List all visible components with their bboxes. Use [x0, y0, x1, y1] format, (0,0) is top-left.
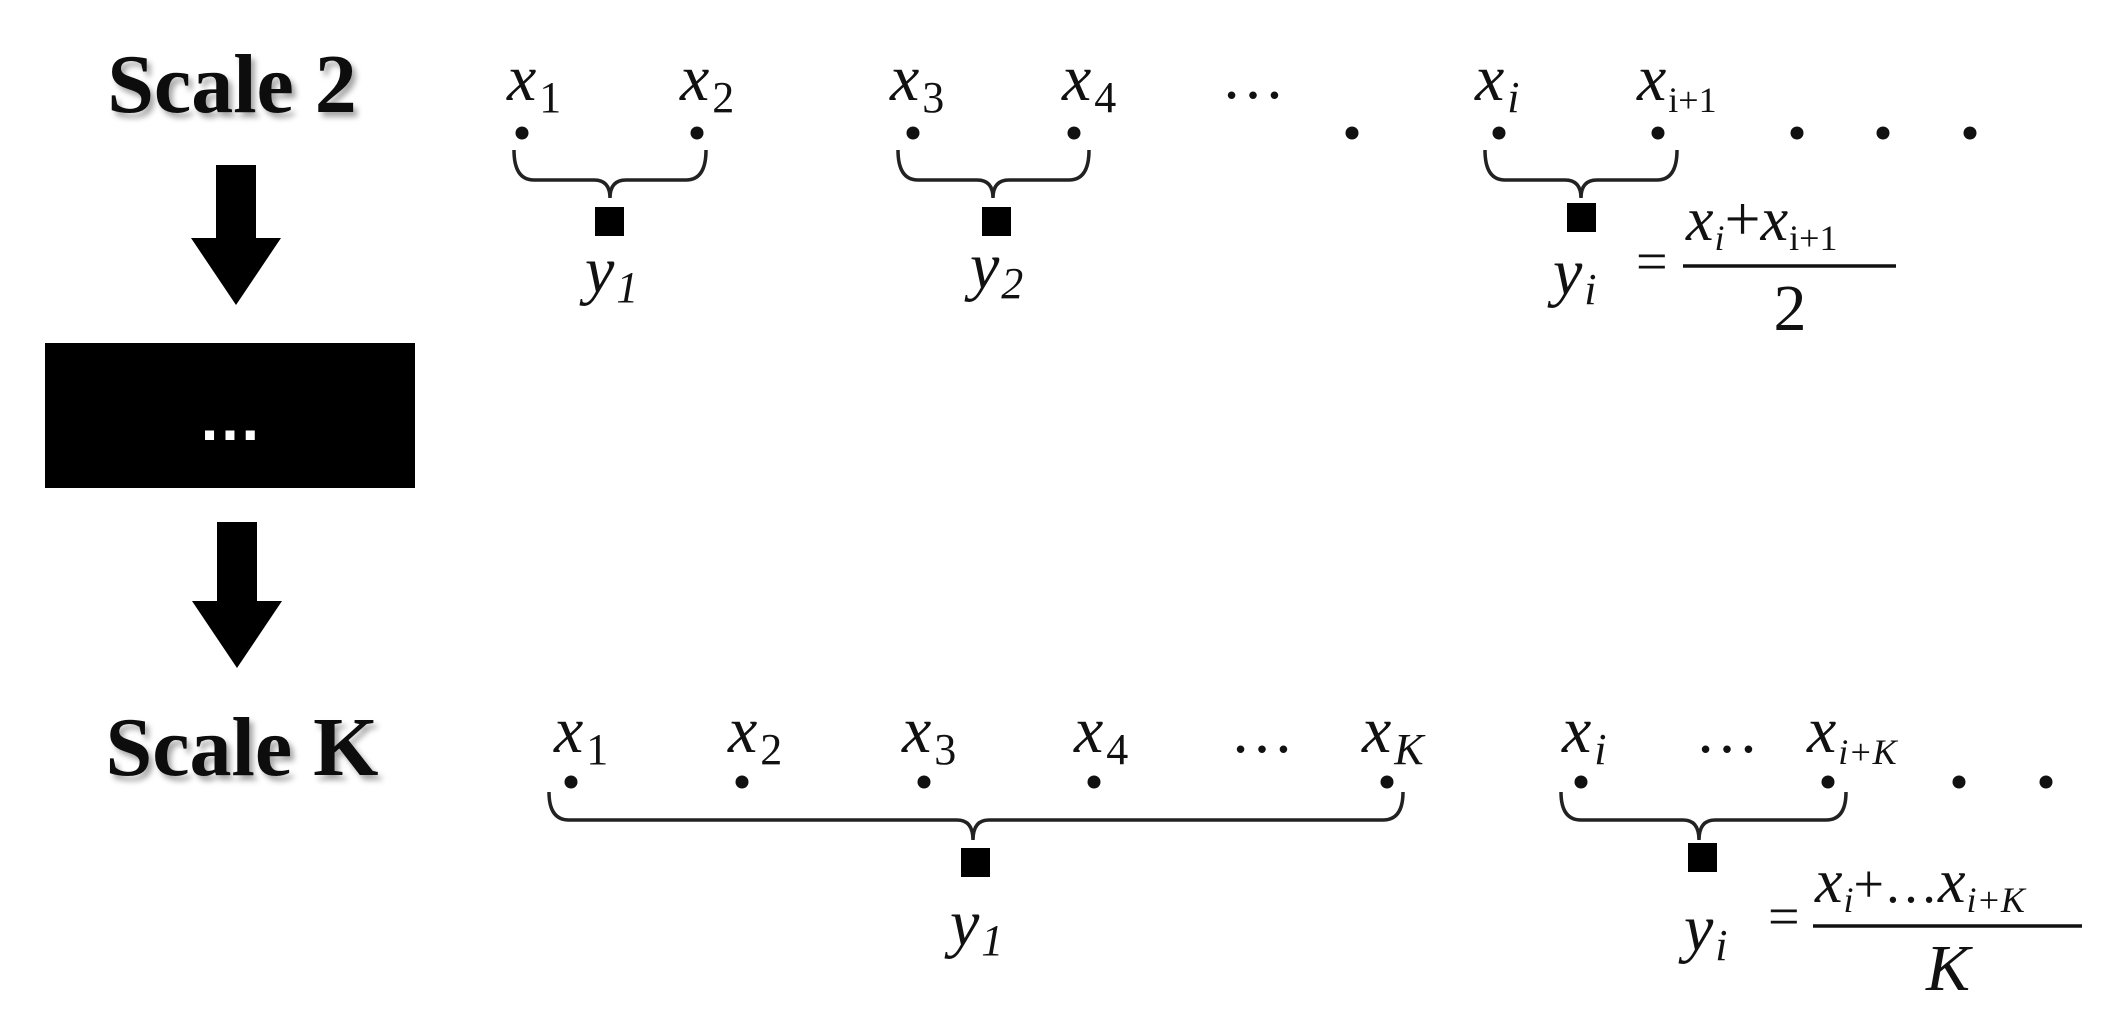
down-arrow-icon	[191, 165, 281, 305]
scaleK-denominator: K	[1925, 932, 1973, 1005]
middle-box	[45, 343, 415, 488]
scale2-y1: y1	[579, 234, 638, 312]
scaleK-x3: x3	[901, 694, 956, 774]
scale2-point	[1963, 126, 1977, 140]
scaleK-point	[1380, 775, 1394, 789]
scaleK-point	[917, 775, 931, 789]
scaleK-point	[1574, 775, 1588, 789]
scaleK-point	[2039, 775, 2053, 789]
scaleK-xK: xK	[1361, 694, 1426, 774]
scaleK-point	[735, 775, 749, 789]
scale2-numerator: xi+xi+1	[1685, 183, 1837, 258]
scale2-x1: x1	[506, 42, 561, 122]
scale2-avg-square	[1567, 203, 1596, 232]
scaleK-point	[1087, 775, 1101, 789]
scale2-point	[1876, 126, 1890, 140]
scaleK-point	[1952, 775, 1966, 789]
scale-k-row: x1 x2 x3 x4 … xK xi … xi+K	[547, 694, 2082, 1005]
scaleK-ellipsis-2: …	[1695, 695, 1759, 766]
scale2-yi: yi	[1547, 236, 1597, 314]
scaleK-avg-square	[961, 848, 990, 877]
scaleK-xi: xi	[1561, 694, 1607, 774]
scaleK-y1: y1	[944, 887, 1003, 965]
scale2-brace-3	[1483, 149, 1679, 199]
scaleK-numerator: xi+…xi+K	[1814, 848, 2027, 920]
scale2-denominator: 2	[1774, 272, 1807, 345]
scale2-xi1: xi+1	[1636, 42, 1717, 120]
scale2-point	[1492, 126, 1506, 140]
down-arrow-icon	[192, 522, 282, 668]
scale2-brace-2	[896, 149, 1091, 199]
scaleK-point	[564, 775, 578, 789]
scaleK-x2: x2	[727, 694, 782, 774]
middle-box-ellipsis: …	[198, 382, 262, 454]
scale2-y2: y2	[964, 230, 1023, 308]
scale2-avg-square	[982, 207, 1011, 236]
scale2-equals: =	[1636, 231, 1668, 293]
scaleK-avg-square	[1688, 843, 1717, 872]
scaleK-equals: =	[1768, 886, 1800, 948]
scaleK-ellipsis-1: …	[1230, 695, 1294, 766]
scale2-x4: x4	[1061, 42, 1116, 122]
scale2-xi: xi	[1474, 42, 1520, 122]
scale2-ellipsis: …	[1221, 41, 1285, 112]
scale2-x3: x3	[889, 42, 944, 122]
scale-2-label: Scale 2	[107, 38, 357, 131]
scaleK-x4: x4	[1073, 694, 1128, 774]
scaleK-yi: yi	[1678, 892, 1728, 970]
scaleK-brace-1	[547, 791, 1405, 841]
scale2-point	[690, 126, 704, 140]
scaleK-point	[1821, 775, 1835, 789]
scaleK-xiK: xi+K	[1806, 694, 1899, 772]
scale2-brace-1	[512, 149, 708, 199]
scaleK-x1: x1	[553, 694, 608, 774]
scale2-point	[1067, 126, 1081, 140]
scale2-point	[1651, 126, 1665, 140]
scale2-x2: x2	[679, 42, 734, 122]
scale2-point	[1345, 126, 1359, 140]
scale2-point	[515, 126, 529, 140]
scale2-avg-square	[595, 207, 624, 236]
scale2-point	[906, 126, 920, 140]
scale-k-label: Scale K	[106, 701, 379, 794]
scale2-point	[1790, 126, 1804, 140]
scaleK-brace-2	[1559, 791, 1848, 841]
scale-2-row: x1 x2 x3 x4 … xi xi+1	[506, 41, 1977, 345]
